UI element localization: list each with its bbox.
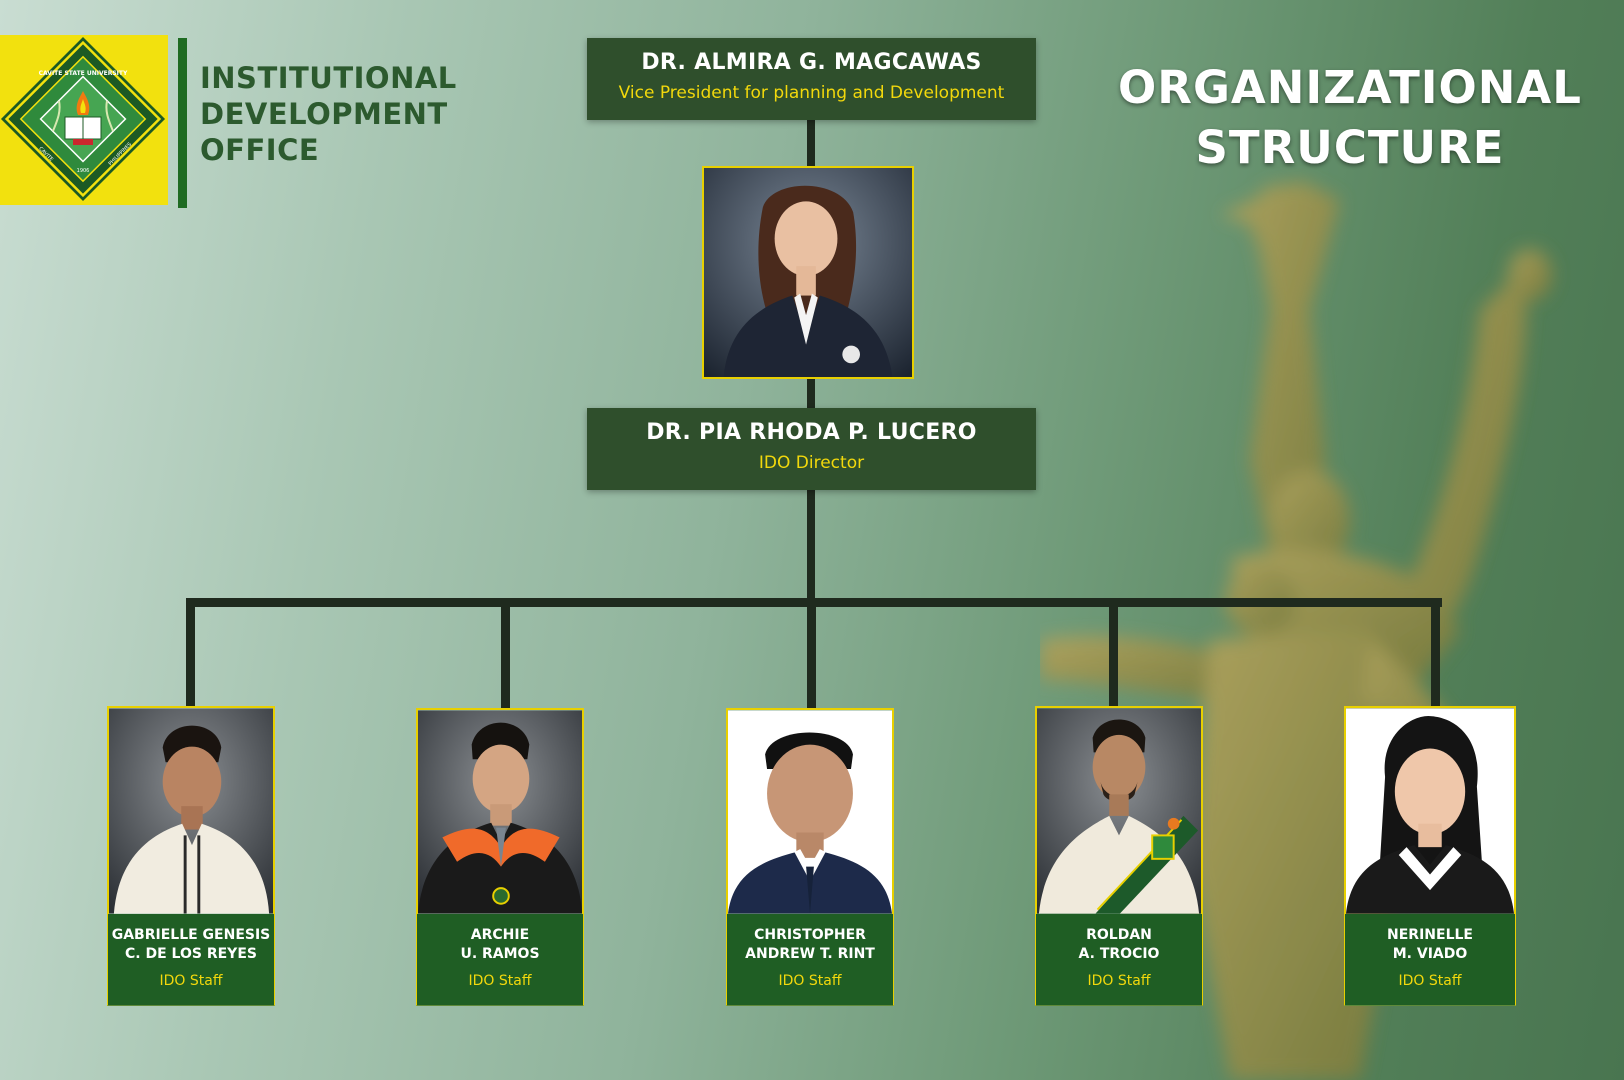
director-box: DR. PIA RHODA P. LUCERO IDO Director — [587, 408, 1036, 490]
connector-director-trunk — [807, 489, 815, 601]
vp-name: DR. ALMIRA G. MAGCAWAS — [641, 50, 982, 75]
connector-staff-5 — [1431, 598, 1440, 708]
staff-label-1: GABRIELLE GENESIS C. DE LOS REYES IDO St… — [107, 914, 275, 1006]
page-title: ORGANIZATIONAL STRUCTURE — [1110, 58, 1590, 178]
staff-role: IDO Staff — [1087, 973, 1151, 989]
staff-label-3: CHRISTOPHER ANDREW T. RINT IDO Staff — [726, 914, 894, 1006]
staff-name-line2: ANDREW T. RINT — [745, 946, 875, 962]
staff-name-line2: M. VIADO — [1392, 946, 1468, 962]
vp-photo — [702, 166, 914, 379]
connector-staff-3 — [807, 598, 816, 708]
vp-box: DR. ALMIRA G. MAGCAWAS Vice President fo… — [587, 38, 1036, 120]
staff-role: IDO Staff — [1398, 973, 1462, 989]
university-seal-icon: CAVITE STATE UNIVERSITY CAVITE PHILIPPIN… — [0, 36, 166, 202]
staff-photo-2 — [416, 708, 584, 916]
connector-vp-photo — [807, 118, 815, 166]
seal-year: 1906 — [77, 168, 90, 174]
page-title-line2: STRUCTURE — [1195, 121, 1505, 174]
logo-divider — [178, 38, 187, 208]
staff-photo-3 — [726, 708, 894, 916]
staff-role: IDO Staff — [778, 973, 842, 989]
seal-ring-top: CAVITE STATE UNIVERSITY — [39, 70, 128, 77]
staff-name-line1: CHRISTOPHER — [754, 927, 866, 943]
staff-name-line1: ARCHIE — [470, 927, 530, 943]
staff-name-line2: C. DE LOS REYES — [125, 946, 257, 962]
director-role: IDO Director — [758, 453, 865, 473]
staff-name-line2: A. TROCIO — [1078, 946, 1160, 962]
staff-name-line1: NERINELLE — [1387, 927, 1473, 943]
connector-staff-1 — [186, 598, 195, 708]
staff-photo-5 — [1344, 706, 1516, 916]
office-title-line1: INSTITUTIONAL — [200, 61, 457, 95]
staff-name-line2: U. RAMOS — [460, 946, 540, 962]
staff-photo-1 — [107, 706, 275, 916]
university-logo: CAVITE STATE UNIVERSITY CAVITE PHILIPPIN… — [0, 35, 168, 205]
office-title-line2: DEVELOPMENT — [200, 97, 448, 131]
staff-name-line1: GABRIELLE GENESIS — [111, 927, 271, 943]
office-title: INSTITUTIONAL DEVELOPMENT OFFICE — [200, 60, 457, 168]
staff-label-5: NERINELLE M. VIADO IDO Staff — [1344, 914, 1516, 1006]
staff-name-line1: ROLDAN — [1086, 927, 1152, 943]
office-title-line3: OFFICE — [200, 133, 320, 167]
connector-staff-4 — [1109, 598, 1118, 708]
connector-staff-2 — [501, 598, 510, 708]
vp-role: Vice President for planning and Developm… — [618, 83, 1005, 103]
staff-label-4: ROLDAN A. TROCIO IDO Staff — [1035, 914, 1203, 1006]
connector-photo-director — [807, 377, 815, 409]
staff-label-2: ARCHIE U. RAMOS IDO Staff — [416, 914, 584, 1006]
staff-photo-4 — [1035, 706, 1203, 916]
staff-role: IDO Staff — [468, 973, 532, 989]
page-title-line1: ORGANIZATIONAL — [1118, 61, 1582, 114]
director-name: DR. PIA RHODA P. LUCERO — [646, 420, 977, 445]
staff-role: IDO Staff — [159, 973, 223, 989]
